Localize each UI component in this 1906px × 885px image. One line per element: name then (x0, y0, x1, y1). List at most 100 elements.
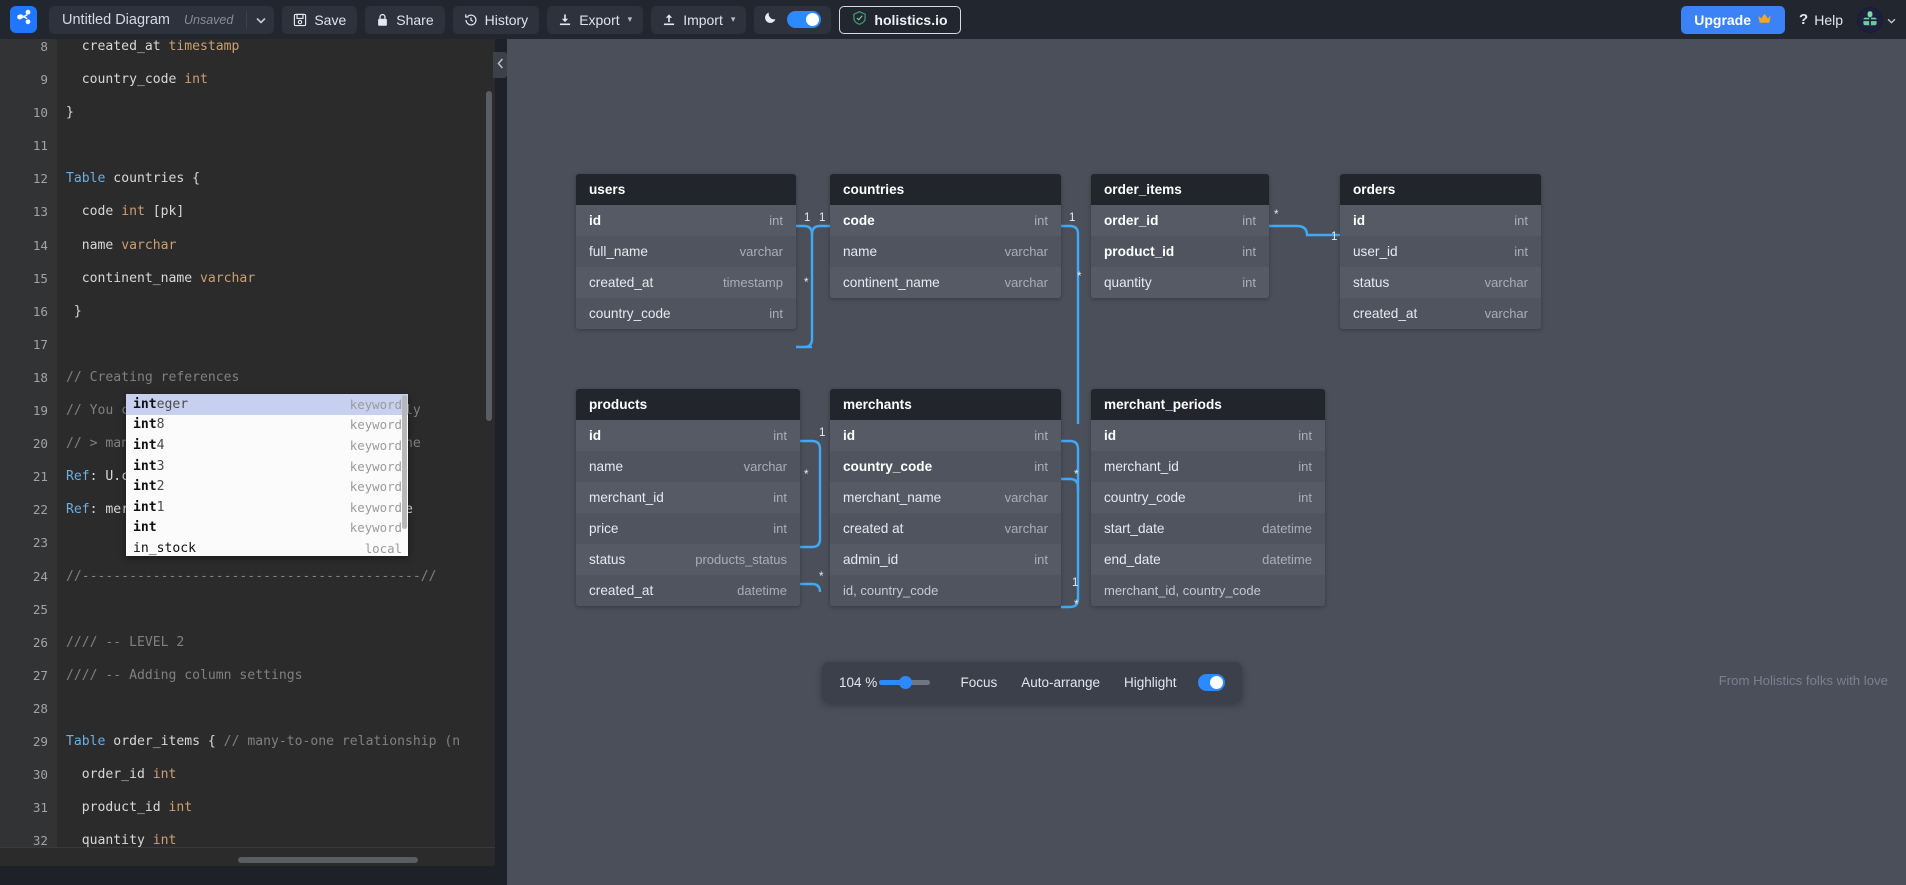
code-line[interactable]: 10} (0, 105, 495, 122)
import-button[interactable]: Import ▾ (651, 5, 747, 34)
table-header[interactable]: merchant_periods (1091, 389, 1325, 420)
table-header[interactable]: users (576, 174, 796, 205)
document-title-field[interactable]: Untitled Diagram Unsaved (49, 6, 246, 34)
code-line[interactable]: 11 (0, 138, 495, 155)
history-button[interactable]: History (452, 5, 540, 34)
account-menu[interactable] (1857, 6, 1896, 33)
code-line[interactable]: 27//// -- Adding column settings (0, 668, 495, 685)
table-header[interactable]: merchants (830, 389, 1061, 420)
code-line[interactable]: 26//// -- LEVEL 2 (0, 635, 495, 652)
upgrade-button[interactable]: Upgrade (1681, 5, 1786, 34)
brand-link[interactable]: holistics.io (839, 5, 961, 34)
code-line[interactable]: 31 product_id int (0, 800, 495, 817)
code-line[interactable]: 17 (0, 337, 495, 354)
code-line[interactable]: 8 created_at timestamp (0, 39, 495, 56)
dark-mode-switch[interactable] (787, 11, 822, 28)
table-header[interactable]: countries (830, 174, 1061, 205)
code-line[interactable]: 13 code int [pk] (0, 204, 495, 221)
code-line[interactable]: 32 quantity int (0, 833, 495, 850)
share-button[interactable]: Share (365, 5, 445, 34)
editor-horizontal-scrollbar[interactable] (238, 857, 418, 863)
theme-toggle-group[interactable] (754, 5, 832, 34)
table-index-row[interactable]: merchant_id, country_code (1091, 575, 1325, 606)
document-menu-button[interactable] (247, 6, 274, 34)
focus-button[interactable]: Focus (960, 675, 998, 690)
zoom-slider-knob[interactable] (898, 676, 912, 689)
zoom-slider[interactable] (878, 676, 931, 689)
save-button[interactable]: Save (282, 5, 358, 34)
app-logo[interactable] (10, 6, 37, 33)
code-line[interactable]: 18// Creating references (0, 370, 495, 387)
code-line[interactable]: 25 (0, 602, 495, 619)
code-line[interactable]: 16 } (0, 304, 495, 321)
highlight-toggle[interactable] (1197, 674, 1225, 691)
help-button[interactable]: ? Help (1793, 11, 1849, 28)
editor-vertical-scrollbar[interactable] (486, 91, 492, 421)
auto-arrange-button[interactable]: Auto-arrange (1021, 675, 1101, 690)
code-line[interactable]: 9 country_code int (0, 72, 495, 89)
code-line[interactable]: 28 (0, 701, 495, 718)
autocomplete-scrollbar[interactable] (402, 395, 407, 529)
table-header[interactable]: products (576, 389, 800, 420)
code-line[interactable]: 24//------------------------------------… (0, 569, 495, 586)
code-line[interactable]: 15 continent_name varchar (0, 271, 495, 288)
table-index-row[interactable]: id, country_code (830, 575, 1061, 606)
code-line[interactable]: 14 name varchar (0, 238, 495, 255)
table-header[interactable]: order_items (1091, 174, 1269, 205)
code-line[interactable]: 23 (0, 535, 495, 552)
editor-collapse-button[interactable] (493, 52, 507, 78)
table-header[interactable]: orders (1340, 174, 1541, 205)
export-button[interactable]: Export ▾ (547, 5, 644, 34)
